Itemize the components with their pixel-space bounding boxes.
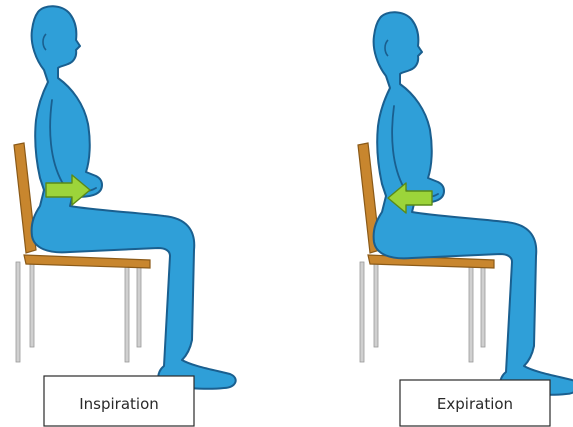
inspiration-panel — [14, 6, 236, 426]
expiration-caption: Expiration — [400, 397, 550, 412]
expiration-panel — [358, 12, 573, 426]
inspiration-caption: Inspiration — [44, 397, 194, 412]
